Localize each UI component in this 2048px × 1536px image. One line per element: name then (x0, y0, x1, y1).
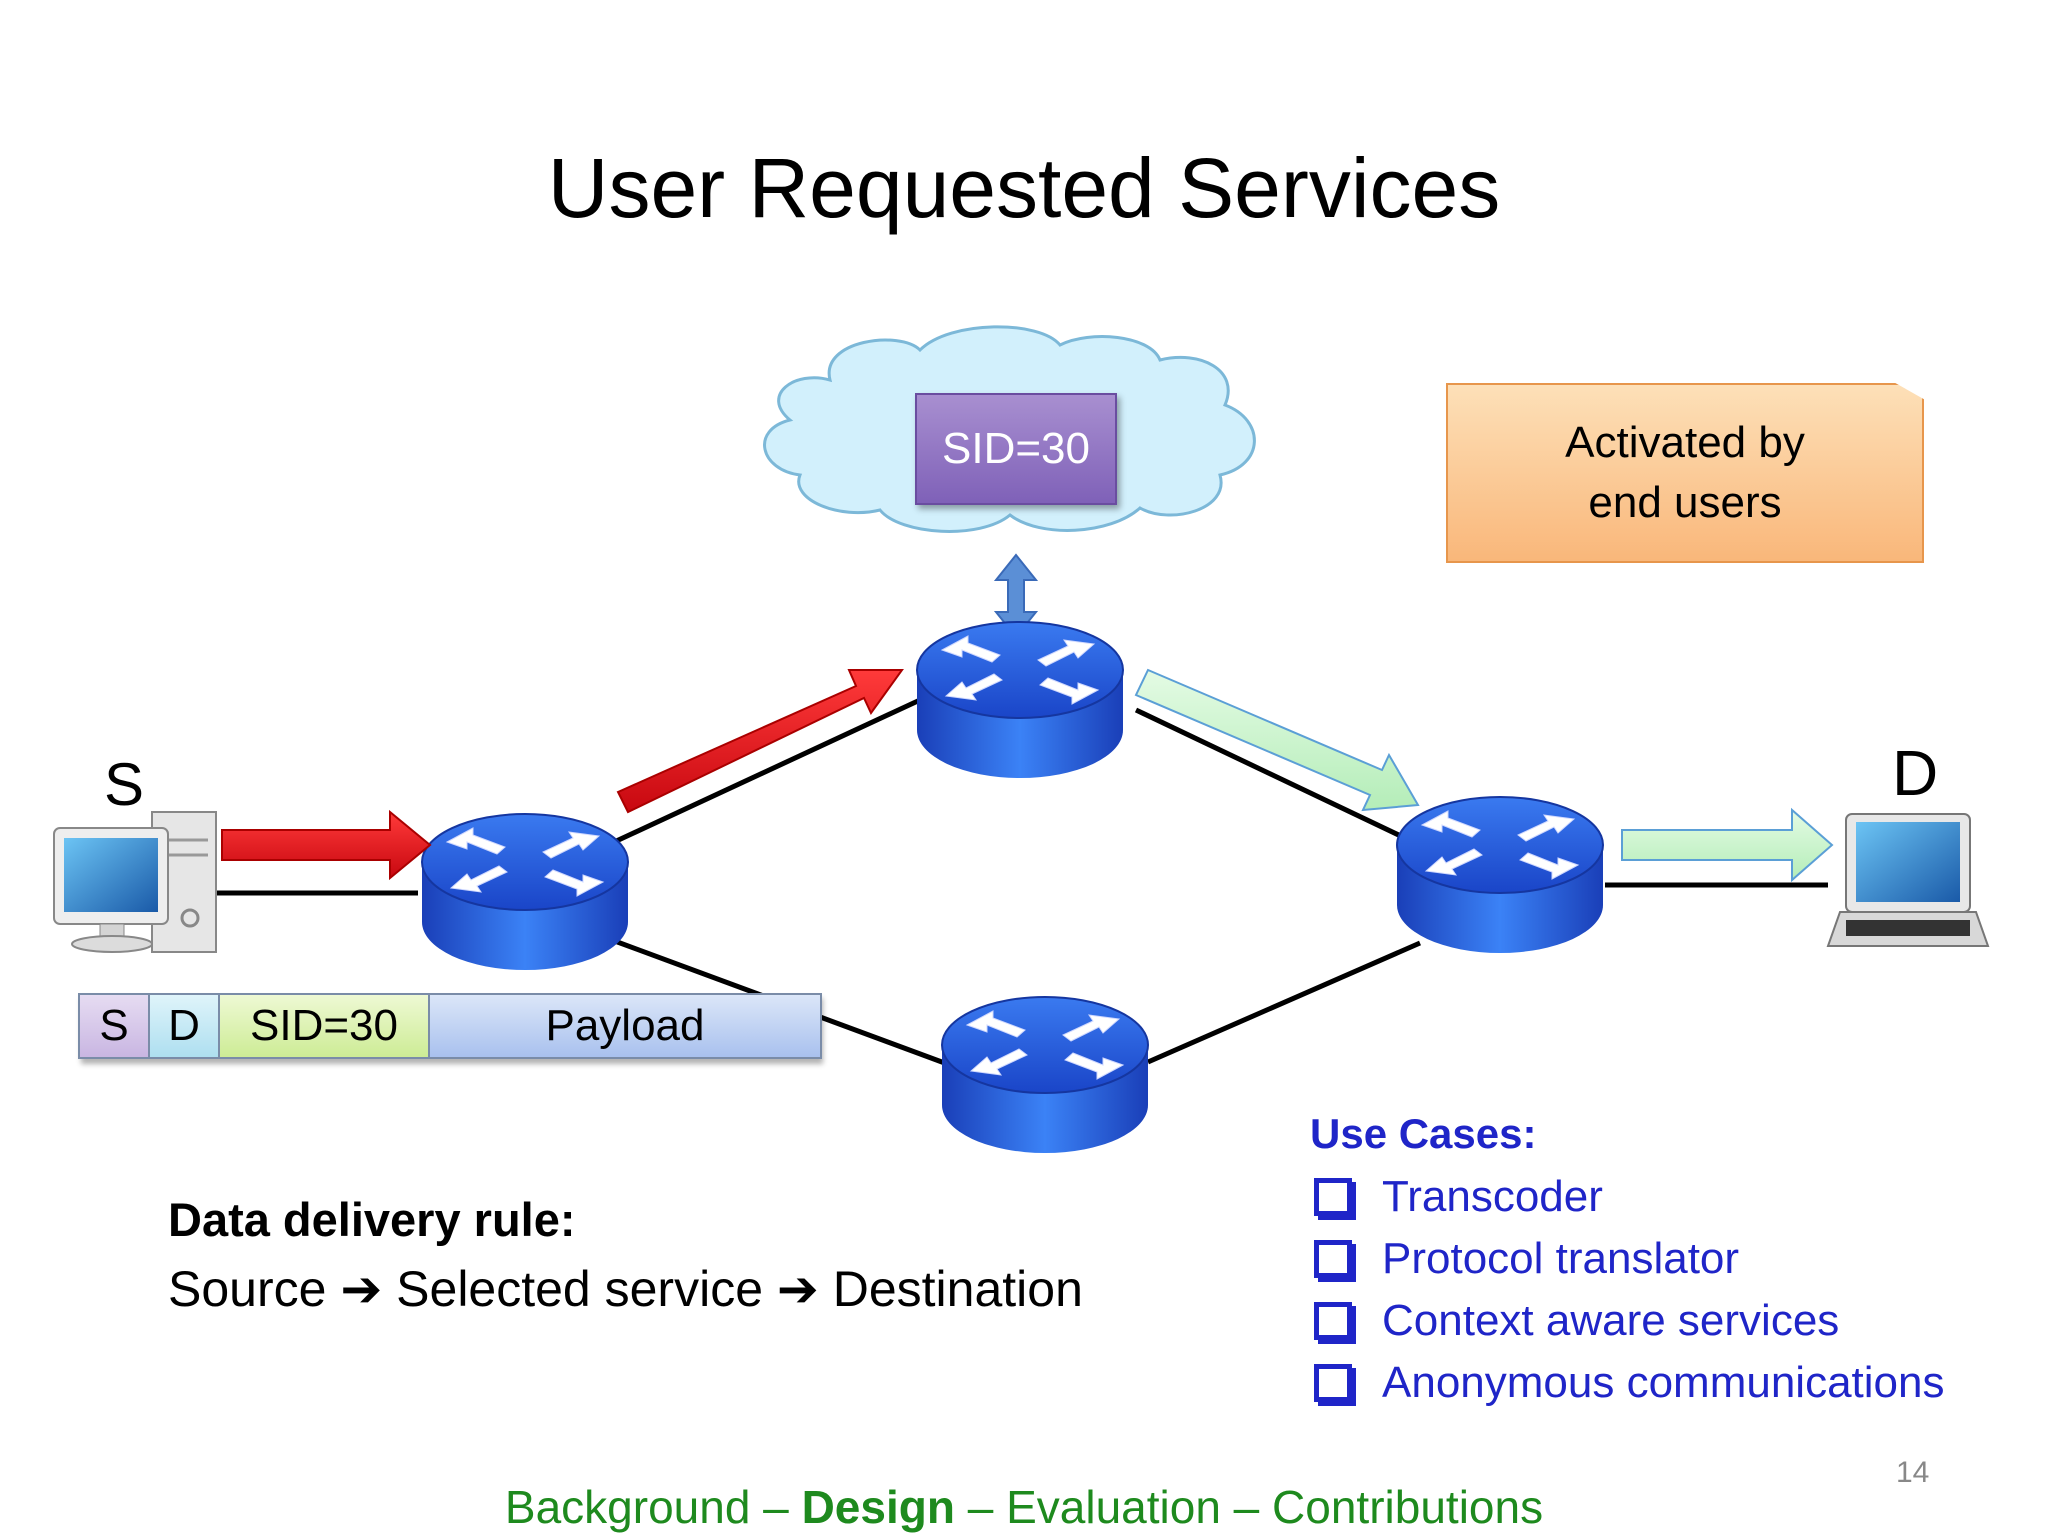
use-case-label: Context aware services (1382, 1296, 1840, 1345)
right-arrow-icon: ➔ (340, 1261, 383, 1317)
router-icon (941, 996, 1149, 1154)
laptop-icon (1826, 813, 1990, 947)
use-case-label: Transcoder (1382, 1172, 1603, 1221)
use-case-item: Transcoder (1310, 1166, 1944, 1228)
rule-source: Source (168, 1261, 327, 1317)
router-icon (421, 813, 629, 971)
rule-service: Selected service (396, 1261, 764, 1317)
rule-destination: Destination (832, 1261, 1083, 1317)
response-arrow (1621, 807, 1834, 883)
destination-label: D (1892, 737, 1939, 809)
use-case-item: Anonymous communications (1310, 1352, 1944, 1414)
request-arrow (616, 669, 904, 814)
slide-title: User Requested Services (547, 141, 1501, 235)
use-case-label: Protocol translator (1382, 1234, 1740, 1283)
note-line-1: Activated by (1565, 418, 1805, 467)
checkbox-icon (1314, 1240, 1352, 1278)
footer-current-section: Design (801, 1481, 955, 1533)
use-case-item: Protocol translator (1310, 1228, 1944, 1290)
packet-field-sid: SID=30 (218, 993, 430, 1059)
footer-part-1: Background – (504, 1481, 802, 1533)
packet-field-destination: D (148, 993, 220, 1059)
checkbox-icon (1314, 1364, 1352, 1402)
packet-field-source: S (78, 993, 150, 1059)
page-number: 14 (1896, 1456, 1930, 1489)
checkbox-icon (1314, 1178, 1352, 1216)
right-arrow-icon: ➔ (776, 1261, 819, 1317)
delivery-rule-heading: Data delivery rule: (168, 1193, 576, 1246)
desktop-computer-icon (53, 811, 217, 953)
service-id-box: SID=30 (915, 393, 1117, 505)
section-footer: Background – Design – Evaluation – Contr… (0, 1480, 2048, 1534)
use-cases: Use Cases: Transcoder Protocol translato… (1310, 1110, 1944, 1414)
packet-field-payload: Payload (428, 993, 822, 1059)
router-icon (1396, 796, 1604, 954)
response-arrow (1134, 668, 1420, 812)
footer-part-2: – Evaluation – Contributions (954, 1481, 1544, 1533)
delivery-rule-body: Source ➔ Selected service ➔ Destination (168, 1260, 1083, 1318)
checkbox-icon (1314, 1302, 1352, 1340)
router-icon (916, 621, 1124, 779)
activation-note: Activated by end users (1446, 383, 1924, 563)
note-line-2: end users (1588, 478, 1782, 527)
request-arrow (221, 809, 432, 881)
source-label: S (104, 751, 145, 818)
packet-header: S D SID=30 Payload (78, 993, 822, 1059)
use-case-item: Context aware services (1310, 1290, 1944, 1352)
use-cases-heading: Use Cases: (1310, 1110, 1537, 1157)
use-case-label: Anonymous communications (1382, 1358, 1945, 1407)
